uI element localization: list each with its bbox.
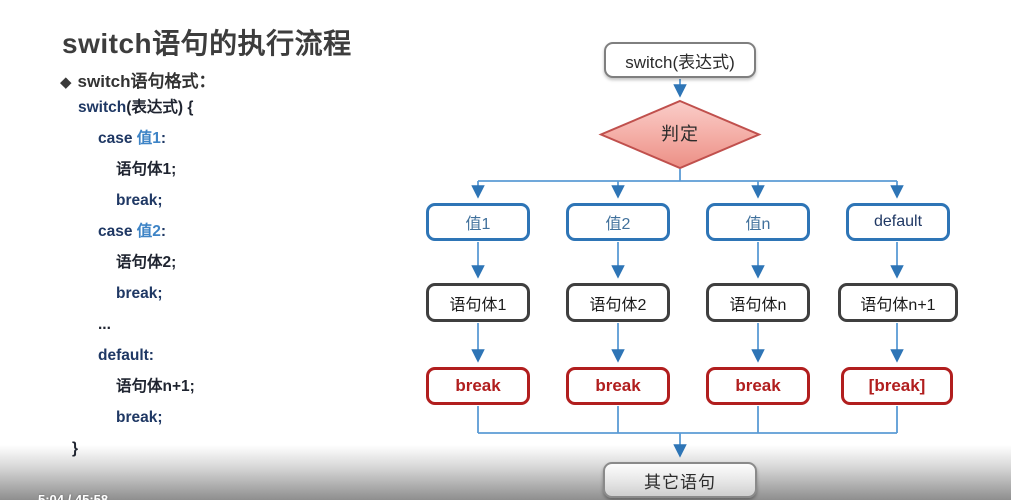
code-block: switch(表达式) { case 值1: 语句体1; break; case… [0,92,420,464]
code-line: 语句体n+1; [116,378,195,395]
code-line: case 值1: [98,130,167,147]
code-line: case 值2: [98,223,167,240]
code-line: switch(表达式) { [78,99,194,116]
code-line: break; [116,409,163,426]
subtitle-line: ◆ switch语句格式： [60,67,215,92]
diamond-bullet-icon: ◆ [60,74,72,91]
node-case-value-n: 值n [706,203,810,241]
node-case-value-1: 值1 [426,203,530,241]
code-line: } [72,440,79,457]
bottom-gradient-band [0,445,1011,500]
subtitle-text: switch语句格式： [77,72,216,91]
code-line: default: [98,347,154,364]
node-other-statements: 其它语句 [603,462,757,498]
node-break-1: break [426,367,530,405]
node-break-optional: [break] [841,367,953,405]
node-body-2: 语句体2 [566,283,670,322]
decision-diamond-shape [598,99,762,170]
node-body-1: 语句体1 [426,283,530,322]
code-line: break; [116,285,163,302]
node-decision-diamond: 判定 [598,99,762,170]
slide-title: switch语句的执行流程 [62,28,352,59]
code-line: ... [98,316,111,333]
node-switch-expression: switch(表达式) [604,42,756,78]
decision-label: 判定 [661,124,699,144]
node-case-value-2: 值2 [566,203,670,241]
code-line: break; [116,192,163,209]
node-case-default: default [846,203,950,241]
node-break-3: break [706,367,810,405]
video-timestamp-clipped: 5:04 / 45:58 [38,492,109,500]
node-body-n: 语句体n [706,283,810,322]
node-body-n-plus-1: 语句体n+1 [838,283,958,322]
code-line: 语句体1; [116,161,177,178]
code-line: 语句体2; [116,254,177,271]
node-break-2: break [566,367,670,405]
